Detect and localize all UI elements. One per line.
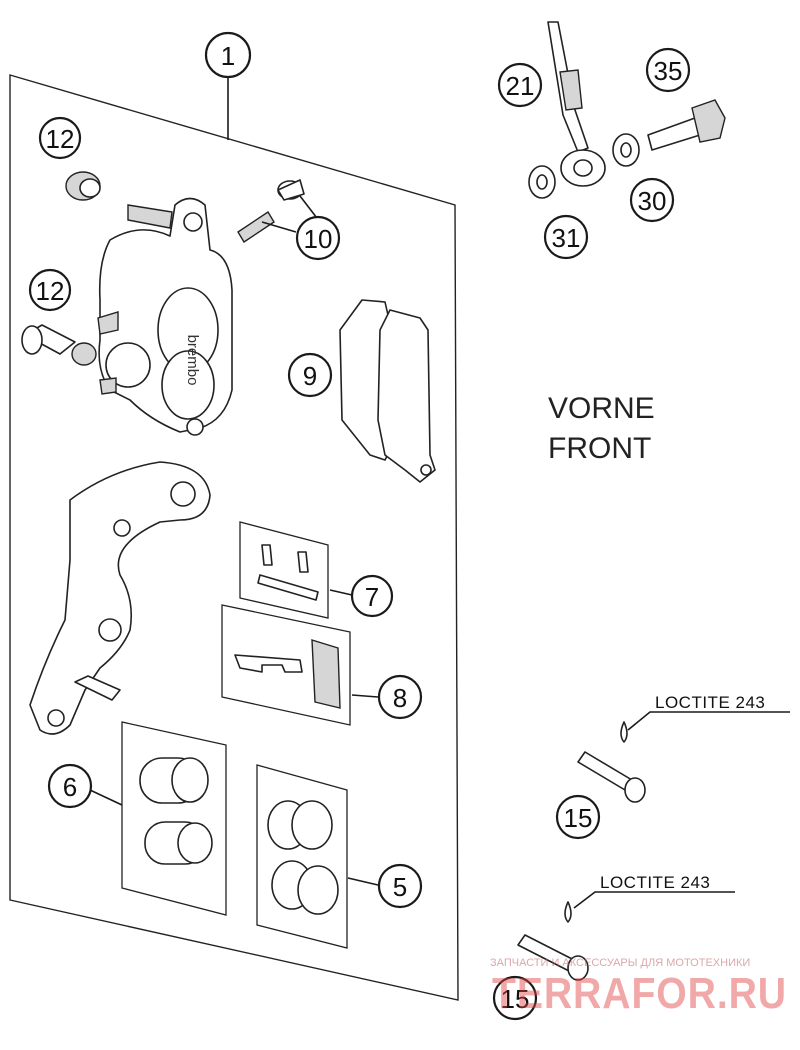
callout-7: 7	[350, 574, 394, 618]
svg-text:8: 8	[393, 683, 407, 713]
mounting-bolt-2	[517, 934, 589, 981]
bleed-valve	[237, 179, 305, 243]
spring-kit-box	[221, 604, 351, 726]
label-front: FRONT	[548, 432, 651, 465]
svg-text:7: 7	[365, 582, 379, 612]
piston-kit-box	[121, 721, 227, 916]
svg-text:5: 5	[393, 872, 407, 902]
svg-text:6: 6	[63, 772, 77, 802]
loctite-label-2: LOCTITE 243	[600, 873, 710, 892]
callout-15-upper: 15	[555, 794, 601, 840]
callout-15-lower: 15	[492, 975, 538, 1021]
callout-8: 8	[377, 674, 423, 720]
banjo-bolt	[647, 99, 726, 151]
assembly-frame	[9, 74, 459, 1001]
svg-text:15: 15	[501, 984, 530, 1014]
svg-text:12: 12	[36, 276, 65, 306]
pad-spring	[234, 639, 341, 709]
watermark-tagline: ЗАПЧАСТИ И АКСЕССУАРЫ ДЛЯ МОТОТЕХНИКИ	[490, 957, 750, 969]
svg-text:21: 21	[506, 71, 535, 101]
caliper-bolt-with-cap	[21, 324, 97, 366]
svg-text:30: 30	[638, 186, 667, 216]
loctite-label-1: LOCTITE 243	[655, 693, 765, 712]
callout-9: 9	[287, 352, 333, 398]
label-vorne: VORNE	[548, 392, 655, 425]
svg-text:15: 15	[564, 803, 593, 833]
callout-10: 10	[295, 215, 341, 261]
callout-31: 31	[543, 214, 589, 260]
callout-12-lower: 12	[28, 268, 72, 312]
watermark-logo: TERRAFOR.RU	[492, 969, 787, 1018]
caliper-brand-logo: brembo	[184, 335, 201, 386]
callout-30: 30	[629, 177, 675, 223]
brake-pads	[339, 299, 436, 483]
caliper-support-bracket	[29, 461, 211, 735]
callout-1: 1	[204, 31, 252, 79]
svg-text:12: 12	[46, 124, 75, 154]
retaining-pin	[257, 544, 319, 601]
brake-hose	[547, 21, 606, 187]
loctite-drop-1	[620, 721, 628, 743]
sealing-ring-left	[528, 165, 556, 199]
sealing-ring-right	[612, 133, 640, 167]
loctite-drop-2	[564, 901, 572, 923]
seal-kit-box	[256, 764, 348, 949]
caliper-plug-cap	[65, 171, 101, 201]
callout-5: 5	[377, 863, 423, 909]
piston-seals	[267, 800, 339, 915]
svg-text:10: 10	[304, 224, 333, 254]
brake-caliper-body: brembo	[97, 197, 233, 436]
callout-35: 35	[645, 47, 691, 93]
pin-kit-box	[239, 521, 329, 619]
callout-6: 6	[47, 763, 93, 809]
svg-text:1: 1	[221, 41, 235, 71]
caliper-pistons	[139, 757, 213, 865]
svg-text:35: 35	[654, 56, 683, 86]
svg-text:9: 9	[303, 361, 317, 391]
mounting-bolt-1	[577, 751, 646, 803]
svg-text:31: 31	[552, 223, 581, 253]
callout-21: 21	[497, 62, 543, 108]
callout-12-top: 12	[38, 116, 82, 160]
